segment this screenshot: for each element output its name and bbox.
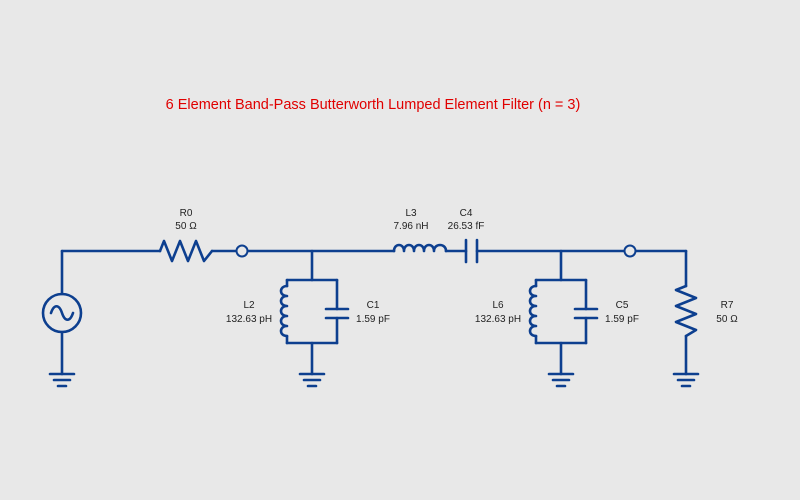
capacitor-c4: C4 26.53 fF: [448, 208, 485, 264]
l6-value: 132.63 pH: [475, 314, 521, 325]
ground-icon: [298, 372, 326, 388]
c4-name: C4: [460, 208, 473, 219]
port-node-output: [623, 244, 637, 258]
ground-icon: [48, 372, 76, 388]
l2-name: L2: [243, 300, 255, 311]
r7-value: 50 Ω: [716, 314, 738, 325]
l3-value: 7.96 nH: [393, 221, 428, 232]
ground-icon: [547, 372, 575, 388]
inductor-l6: [528, 284, 538, 338]
ac-source-icon: [41, 249, 83, 376]
l3-name: L3: [405, 208, 417, 219]
l2-value: 132.63 pH: [226, 314, 272, 325]
ground-icon: [672, 372, 700, 388]
capacitor-c5: [573, 307, 599, 320]
shunt-tank-2: L6 132.63 pH C5 1.59 pF: [475, 249, 639, 388]
shunt-tank-1: L2 132.63 pH C1 1.59 pF: [226, 249, 390, 388]
page-title: 6 Element Band-Pass Butterworth Lumped E…: [166, 97, 581, 113]
port-node-input: [235, 244, 249, 258]
c5-value: 1.59 pF: [605, 314, 639, 325]
inductor-l3: L3 7.96 nH: [392, 208, 448, 253]
c1-name: C1: [367, 300, 380, 311]
c5-name: C5: [616, 300, 629, 311]
resistor-r0: R0 50 Ω: [158, 208, 214, 263]
l6-name: L6: [492, 300, 504, 311]
r0-value: 50 Ω: [175, 221, 197, 232]
c4-value: 26.53 fF: [448, 221, 485, 232]
capacitor-c1: [324, 307, 350, 320]
r0-name: R0: [180, 208, 193, 219]
c1-value: 1.59 pF: [356, 314, 390, 325]
resistor-r7: R7 50 Ω: [672, 249, 738, 388]
r7-name: R7: [721, 300, 734, 311]
inductor-l2: [279, 284, 289, 338]
